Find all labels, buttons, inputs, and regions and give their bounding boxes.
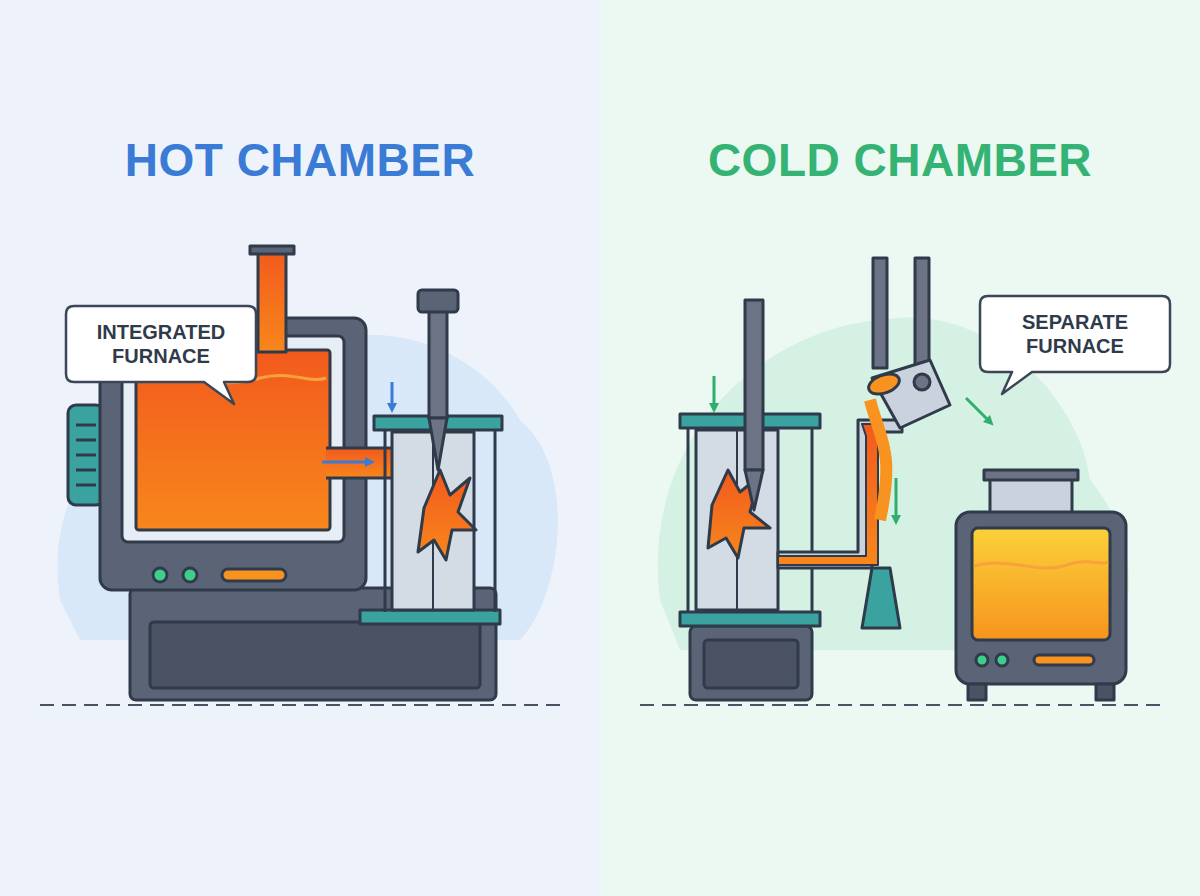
panel-title: HOT CHAMBER: [125, 133, 475, 187]
callout-text: SEPARATE FURNACE: [1000, 310, 1150, 358]
ground-line: [640, 704, 1160, 706]
panel-title: COLD CHAMBER: [708, 133, 1092, 187]
callout-bubble: SEPARATE FURNACE: [980, 296, 1170, 372]
bubble-shape: [66, 306, 256, 404]
left-ground: [0, 0, 600, 896]
press-arrow: [713, 376, 716, 408]
callout-text: INTEGRATED FURNACE: [86, 320, 236, 368]
flow-arrow: [895, 478, 898, 520]
bubble-shape: [980, 296, 1170, 394]
right-ground: [600, 0, 1200, 896]
ground-line: [40, 704, 560, 706]
press-arrow: [391, 382, 394, 408]
flow-arrow: [322, 461, 370, 464]
callout-bubble: INTEGRATED FURNACE: [66, 306, 256, 382]
pointer-arrow: [966, 398, 990, 422]
